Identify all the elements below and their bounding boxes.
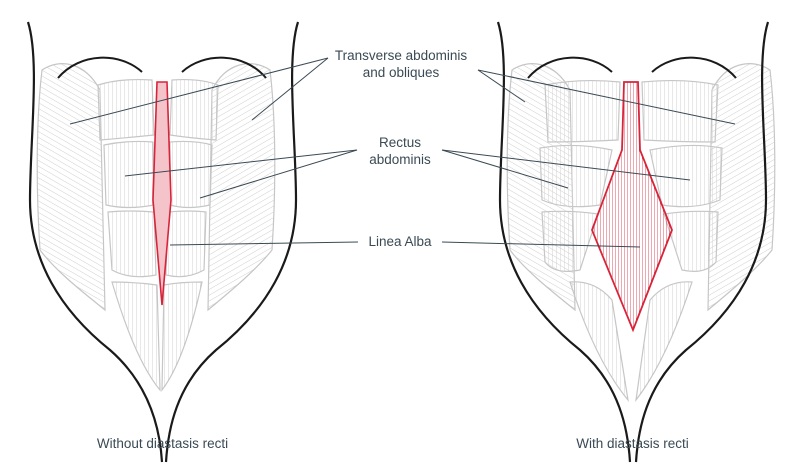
leader-linea-alba-right [441,241,641,248]
leader-transverse-left-1 [69,57,329,125]
caption-without-diastasis: Without diastasis recti [96,436,229,451]
rectus-segment [641,79,719,143]
linea-alba-wide [591,81,673,333]
right-oblique-muscle [207,63,276,312]
torso-outline [26,21,300,463]
rectus-segment [635,281,693,403]
left-breast-line [527,56,613,79]
rectus-segment [107,210,157,278]
leader-rectus-right-1 [441,149,569,189]
rectus-segment [663,210,719,272]
leader-rectus-left-2 [199,149,358,199]
right-breast-line [651,56,737,79]
rectus-segment [161,281,203,392]
label-transverse-abdominis: Transverse abdominis and obliques [330,47,472,81]
rectus-segment [103,140,155,209]
leader-linea-alba-left [169,241,359,246]
rectus-segment [569,281,629,403]
leader-rectus-right-2 [441,149,691,181]
leader-transverse-right-2 [477,69,736,125]
label-rectus-line1: Rectus [378,135,422,150]
leader-transverse-left-2 [251,57,329,121]
torso-with-diastasis [496,21,776,463]
linea-alba-narrow [152,81,172,306]
torso-without-diastasis [26,21,300,463]
label-linea-alba-text: Linea Alba [368,234,432,249]
left-breast-line [57,56,143,79]
rectus-segment [544,79,621,143]
label-transverse-line2: and obliques [362,65,440,80]
rectus-segment [111,281,161,392]
rectus-segment [539,144,613,208]
rectus-segment [649,144,723,208]
caption-with-diastasis: With diastasis recti [576,436,689,451]
rectus-segment [165,210,207,278]
torso-outline [496,21,770,463]
label-rectus-line2: abdominis [369,152,431,167]
left-oblique-muscle [36,63,106,312]
label-linea-alba: Linea Alba [360,233,440,250]
rectus-segment [541,210,599,272]
leader-rectus-left-1 [124,149,358,177]
right-breast-line [181,56,267,79]
label-rectus-abdominis: Rectus abdominis [360,134,440,168]
label-transverse-line1: Transverse abdominis [334,48,468,63]
rectus-segment [169,140,213,209]
rectus-segment [169,78,219,141]
leader-transverse-right-1 [477,69,526,103]
